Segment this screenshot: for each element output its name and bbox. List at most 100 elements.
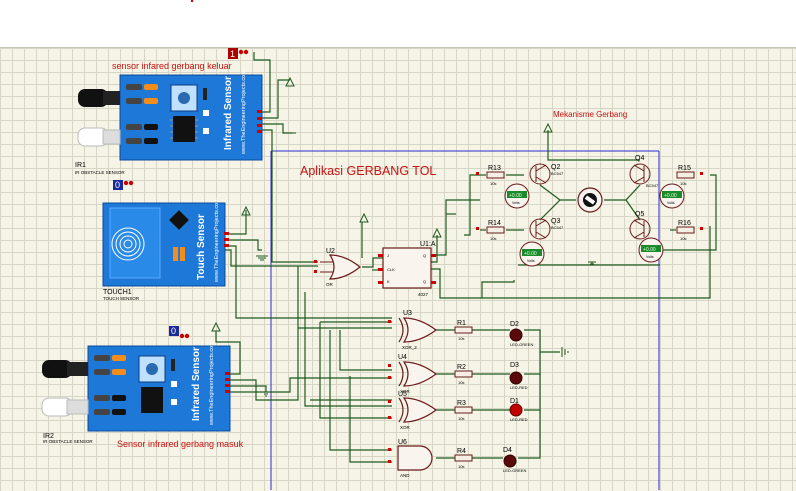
svg-text:OR: OR	[326, 282, 334, 287]
svg-text:+0.00: +0.00	[643, 247, 656, 253]
mechanism-label: Mekanisme Gerbang	[553, 110, 627, 119]
svg-text:U3: U3	[403, 310, 412, 317]
transistor-q4[interactable]: Q4 BC547	[629, 155, 659, 188]
transistor-q3[interactable]: Q3 BC547	[529, 218, 564, 240]
touch-sensor[interactable]: Touch Sensor www.TheEngineeringProjects.…	[102, 198, 229, 301]
led-d3[interactable]: D3 LED-RED	[509, 362, 528, 390]
resistor-r15[interactable]: R15 10k	[676, 165, 695, 186]
svg-text:U5: U5	[398, 391, 407, 398]
svg-text:Volts: Volts	[527, 259, 535, 263]
svg-text:TOUCH SENSOR: TOUCH SENSOR	[103, 296, 140, 301]
frame-lines	[270, 150, 660, 490]
svg-text:1: 1	[230, 49, 235, 59]
logic-probe-top: 1	[228, 48, 249, 59]
svg-text:U1:A: U1:A	[420, 241, 436, 248]
svg-text:U6: U6	[398, 439, 407, 446]
and-gate-u6[interactable]: U6 AND	[397, 439, 433, 478]
resistor-r4[interactable]: R4 10k	[454, 448, 473, 469]
svg-text:LED-RED: LED-RED	[510, 385, 528, 390]
svg-text:10k: 10k	[458, 416, 464, 421]
led-d1[interactable]: D1 LED-RED	[509, 398, 528, 422]
svg-text:LED-RED: LED-RED	[510, 417, 528, 422]
svg-text:BC547: BC547	[551, 171, 564, 176]
resistor-r13[interactable]: R13 10k	[486, 165, 505, 186]
sensor-out-label: sensor infared gerbang keluar	[112, 61, 232, 71]
logic-probe-bot: 0	[169, 326, 190, 339]
svg-text:+0.00: +0.00	[524, 251, 537, 257]
resistor-r1[interactable]: R1 10k	[454, 320, 473, 341]
ir-sensor-2[interactable]: Infrared Sensor www.TheEngineeringProjec…	[41, 341, 231, 444]
svg-text:Q2: Q2	[551, 164, 560, 171]
svg-text:U2: U2	[326, 248, 335, 255]
svg-text:Q: Q	[423, 279, 426, 284]
svg-text:R2: R2	[457, 364, 466, 371]
svg-text:R1: R1	[457, 320, 466, 327]
ir-sensor-1[interactable]: Infrared Sensor www.TheEngineeringProjec…	[75, 70, 263, 175]
svg-text:D3: D3	[510, 362, 519, 369]
svg-text:R16: R16	[678, 220, 691, 227]
svg-text:IR1: IR1	[75, 162, 86, 169]
voltmeter-3[interactable]: +0.00 Volts	[659, 183, 685, 209]
resistor-r2[interactable]: R2 10k	[454, 364, 473, 385]
svg-text:Volts: Volts	[667, 201, 675, 205]
cursor-dot	[191, 0, 193, 2]
resistor-r14[interactable]: R14 10k	[486, 220, 505, 241]
svg-text:LED-GREEN: LED-GREEN	[510, 342, 533, 347]
resistor-r3[interactable]: R3 10k	[454, 400, 473, 421]
or-gate-u2[interactable]: U2 OR	[320, 248, 361, 287]
svg-text:10k: 10k	[490, 181, 496, 186]
svg-text:www.TheEngineeringProjects.com: www.TheEngineeringProjects.com	[209, 341, 215, 426]
svg-text:CLK: CLK	[387, 267, 395, 272]
led-d2[interactable]: D2 LED-GREEN	[509, 321, 533, 347]
motor[interactable]	[577, 187, 603, 213]
logic-probe-mid: 0	[113, 180, 134, 190]
svg-text:BC547: BC547	[646, 183, 659, 188]
xor-gate-u4[interactable]: U4 XOR	[398, 354, 438, 394]
voltmeter-1[interactable]: +0.00 Volts	[504, 183, 530, 209]
svg-text:Infrared Sensor: Infrared Sensor	[191, 347, 202, 421]
svg-text:www.TheEngineeringProjects.com: www.TheEngineeringProjects.com	[214, 198, 220, 283]
xor-gate-u5[interactable]: U5 XOR	[398, 391, 438, 430]
svg-text:J: J	[387, 253, 389, 258]
svg-text:R3: R3	[457, 400, 466, 407]
svg-text:R4: R4	[457, 448, 466, 455]
flip-flop-u1a[interactable]: U1:A 4027 J CLK K Q Q	[378, 241, 436, 297]
ground-symbols	[211, 76, 596, 397]
svg-text:10k: 10k	[490, 236, 496, 241]
voltmeter-2[interactable]: +0.00 Volts	[519, 241, 545, 267]
led-d4[interactable]: D4 LED-GREEN	[503, 447, 526, 473]
svg-text:4027: 4027	[418, 292, 429, 297]
svg-text:Q3: Q3	[551, 218, 560, 225]
svg-text:www.TheEngineeringProjects.com: www.TheEngineeringProjects.com	[241, 70, 247, 155]
resistor-r16[interactable]: R16 10k	[676, 220, 695, 241]
svg-text:10k: 10k	[458, 380, 464, 385]
svg-text:K: K	[387, 279, 390, 284]
sensor-in-label: Sensor infrared gerbang masuk	[117, 439, 244, 449]
svg-text:Volts: Volts	[512, 201, 520, 205]
svg-text:XOR: XOR	[400, 389, 411, 394]
svg-text:Q4: Q4	[635, 155, 644, 162]
transistor-q2[interactable]: Q2 BC547	[529, 163, 564, 185]
svg-text:Q: Q	[423, 253, 426, 258]
svg-text:+0.00: +0.00	[509, 193, 522, 199]
toolbar-area	[0, 0, 796, 47]
svg-text:XOR_2: XOR_2	[402, 345, 417, 350]
svg-text:IR OBSTACLE SENSOR: IR OBSTACLE SENSOR	[75, 170, 125, 175]
voltmeter-4[interactable]: +0.00 Volts	[638, 237, 664, 263]
wires	[215, 52, 717, 463]
svg-text:IR2: IR2	[43, 433, 54, 440]
schematic-title: Aplikasi GERBANG TOL	[300, 164, 436, 178]
svg-text:U4: U4	[398, 354, 407, 361]
svg-text:BC547: BC547	[551, 225, 564, 230]
svg-text:Q5: Q5	[635, 211, 644, 218]
svg-text:XOR: XOR	[400, 425, 411, 430]
svg-text:0: 0	[171, 326, 176, 336]
svg-text:Touch Sensor: Touch Sensor	[196, 214, 207, 280]
svg-text:R15: R15	[678, 165, 691, 172]
svg-text:D4: D4	[503, 447, 512, 454]
svg-text:+0.00: +0.00	[664, 193, 677, 199]
xor-gate-u3[interactable]: U3 XOR_2	[398, 310, 438, 350]
svg-text:R13: R13	[488, 165, 501, 172]
svg-text:D1: D1	[510, 398, 519, 405]
